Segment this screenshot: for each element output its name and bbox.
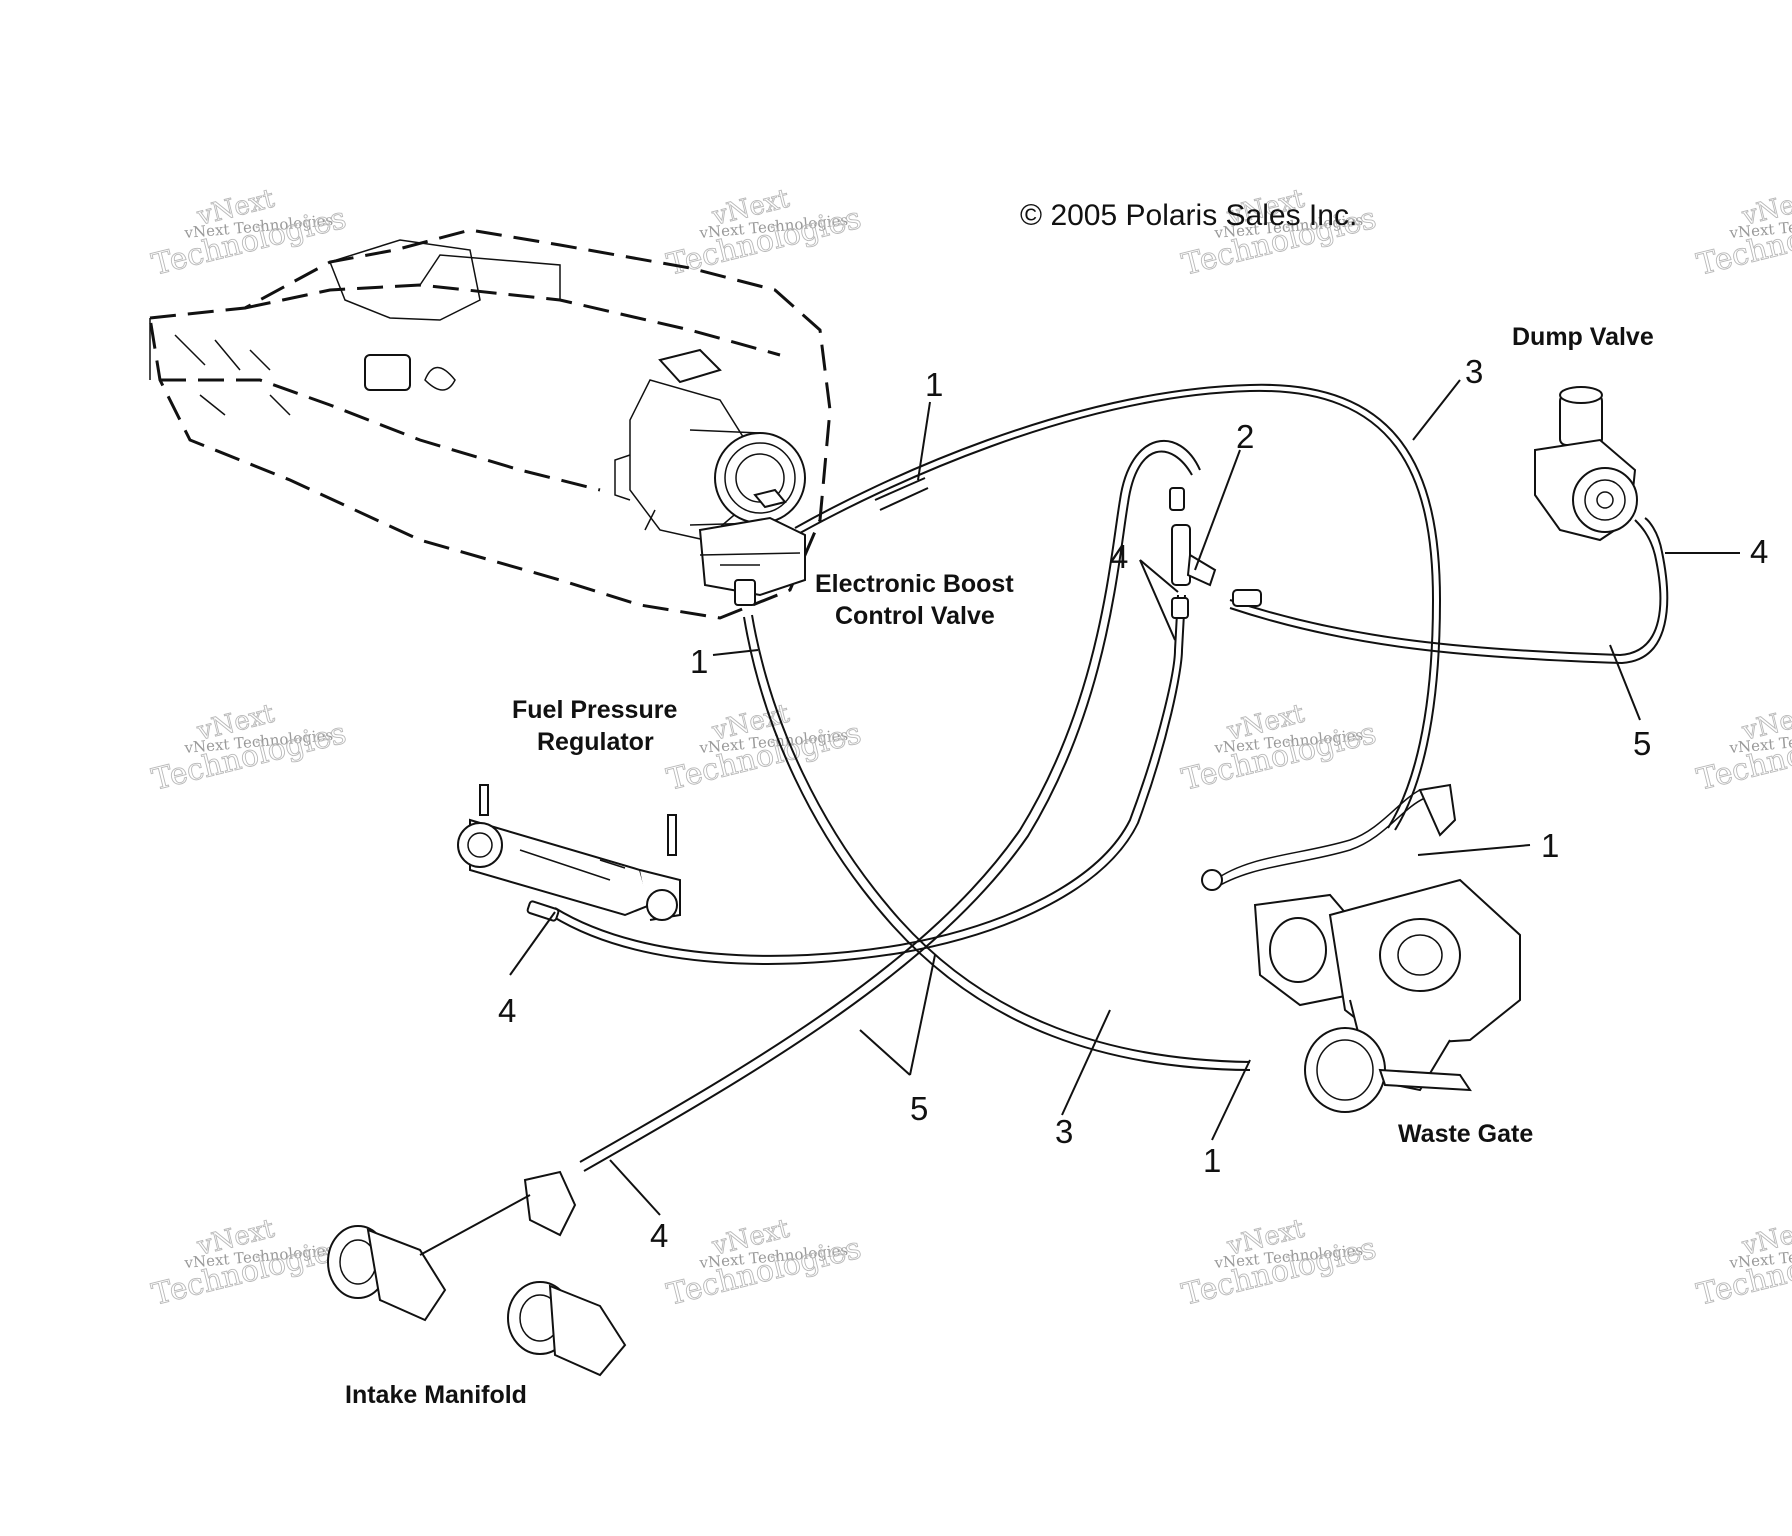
copyright-text: © 2005 Polaris Sales Inc. <box>1020 199 1357 232</box>
label-intake-manifold: Intake Manifold <box>345 1381 527 1409</box>
dump-valve-illustration <box>1534 386 1638 542</box>
label-ebcv-line1: Electronic Boost <box>815 570 1014 598</box>
callout-1-left: 1 <box>690 643 708 680</box>
tee-fitting <box>1169 487 1262 619</box>
callout-2: 2 <box>1236 418 1254 455</box>
label-fpr-line1: Fuel Pressure <box>512 696 677 724</box>
airbox-illustration <box>148 228 832 620</box>
callout-3-bottom: 3 <box>1055 1113 1073 1150</box>
callout-4-fpr: 4 <box>498 992 516 1029</box>
callout-1-bottom: 1 <box>1203 1142 1221 1179</box>
fuel-pressure-regulator-illustration <box>457 784 681 922</box>
callout-1-top: 1 <box>925 366 943 403</box>
label-waste-gate: Waste Gate <box>1398 1120 1533 1148</box>
hose-network <box>551 383 1669 1172</box>
callout-4-bottom: 4 <box>650 1217 668 1254</box>
callout-4-dump: 4 <box>1750 533 1768 570</box>
callout-5-bottom: 5 <box>910 1090 928 1127</box>
callout-3-top: 3 <box>1465 353 1483 390</box>
callout-1-right: 1 <box>1541 827 1559 864</box>
label-ebcv-line2: Control Valve <box>835 602 995 630</box>
leader-lines <box>509 379 1740 1216</box>
callout-5-right: 5 <box>1633 725 1651 762</box>
ebcv-illustration <box>698 488 806 606</box>
intake-manifold-illustration <box>327 1170 627 1377</box>
turbo-wastegate-illustration <box>1201 783 1521 1113</box>
label-dump-valve: Dump Valve <box>1512 323 1654 351</box>
callout-4-tee: 4 <box>1110 538 1128 575</box>
label-fpr-line2: Regulator <box>537 728 654 756</box>
